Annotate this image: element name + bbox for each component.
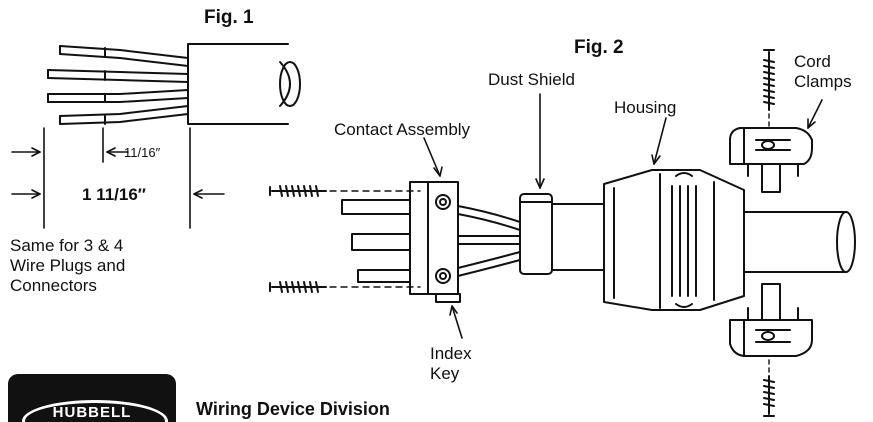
dimension-short: 11/16″ xyxy=(124,145,161,160)
contact-assembly xyxy=(409,181,461,303)
contact-blades xyxy=(341,199,411,283)
hubbell-logo: HUBBELL xyxy=(8,374,176,422)
dust-shield xyxy=(519,193,553,275)
fig1-dimensions xyxy=(11,127,225,229)
logo-text: HUBBELL xyxy=(52,404,132,421)
cord-clamp-bottom xyxy=(729,283,813,357)
division-name: Wiring Device Division xyxy=(196,399,390,419)
leader-lines xyxy=(423,93,823,339)
cord-clamp-top xyxy=(729,127,813,193)
label-dust-shield: Dust Shield xyxy=(488,70,575,89)
fig1-cable xyxy=(47,43,301,125)
label-cord-clamps: Cord Clamps xyxy=(794,52,852,91)
cord xyxy=(551,203,856,273)
fig2-title: Fig. 2 xyxy=(574,37,624,58)
label-housing: Housing xyxy=(614,98,677,117)
label-contact-assembly: Contact Assembly xyxy=(334,120,471,139)
fig1-title: Fig. 1 xyxy=(204,7,254,28)
contact-screws xyxy=(269,185,421,293)
housing xyxy=(603,169,745,311)
dimension-long: 1 11/16″ xyxy=(82,185,146,204)
fig1-note: Same for 3 & 4 Wire Plugs and Connectors xyxy=(10,236,126,295)
label-index-key: Index Key xyxy=(430,344,472,383)
clamp-screws xyxy=(763,49,775,417)
assembly-wires xyxy=(457,205,521,277)
